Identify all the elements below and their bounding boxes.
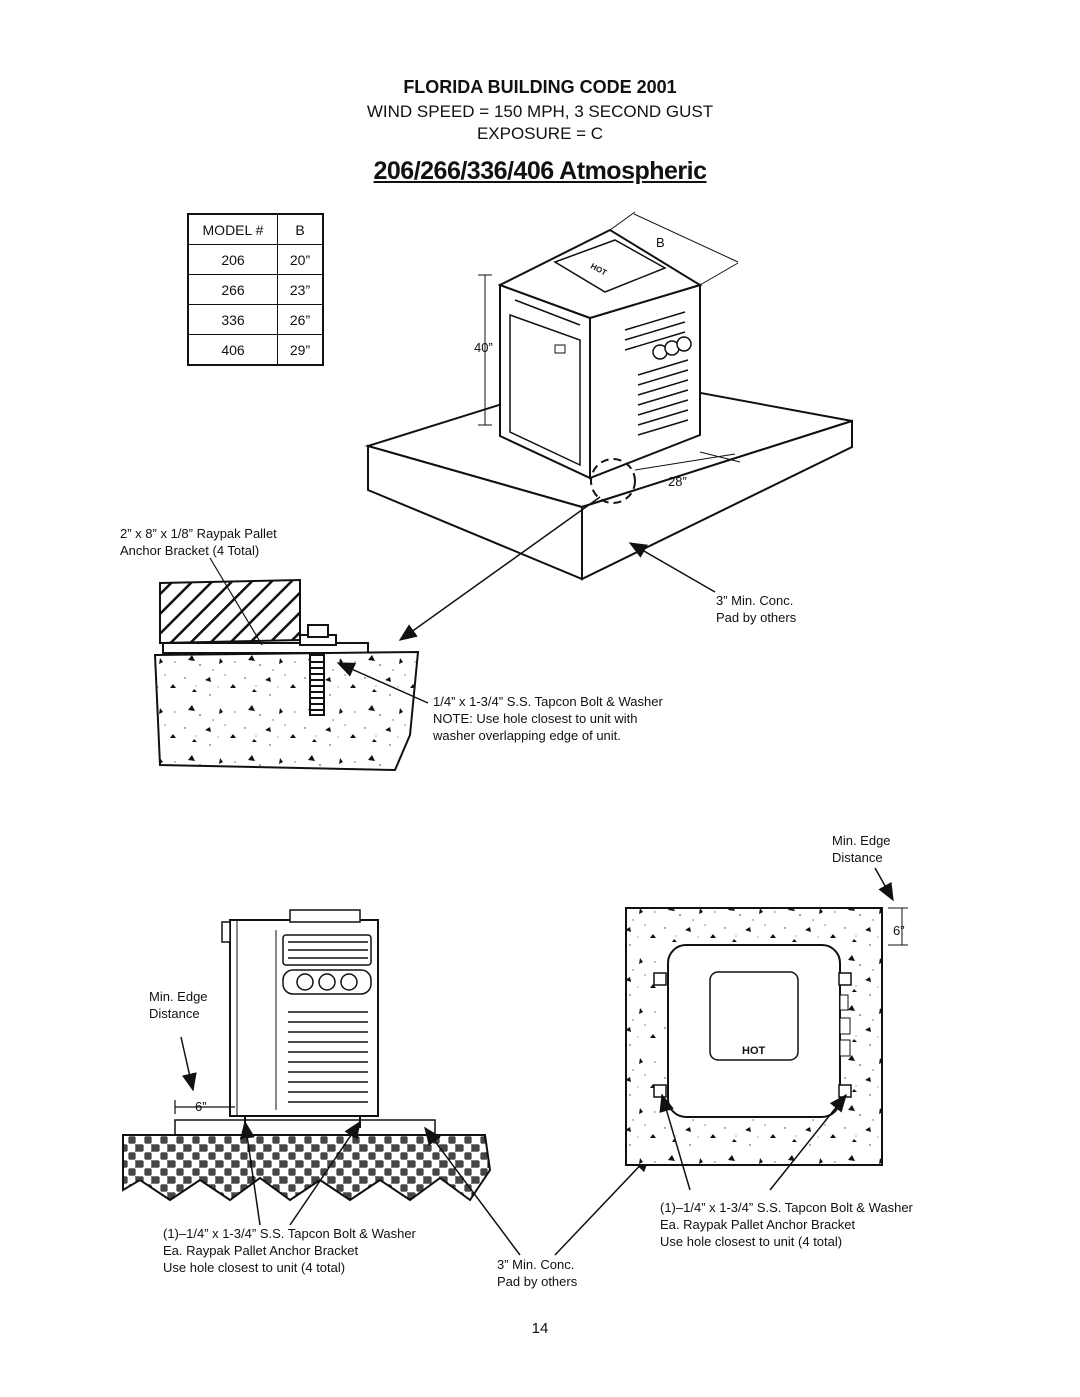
edge-leader-left — [180, 1036, 197, 1092]
page-title: 206/266/336/406 Atmospheric — [373, 157, 707, 185]
bolt-leader-arrow — [336, 662, 429, 704]
plan-view — [625, 907, 908, 1166]
pad-top-callout-line2: Pad by others — [716, 610, 797, 625]
exposure-line: EXPOSURE = C — [476, 124, 604, 143]
table-row: 336 26” — [187, 304, 324, 335]
heater-side-elevation — [174, 909, 436, 1137]
table-cell-b: 26” — [277, 304, 324, 335]
pad-bottom-leader-b — [554, 1153, 652, 1256]
edge-right-dim: 6” — [893, 923, 905, 938]
pad-top-callout-line1: 3” Min. Conc. — [716, 593, 794, 608]
pad-bottom-callout-line2: Pad by others — [497, 1274, 578, 1289]
detail-leader-arrow — [398, 496, 601, 641]
pad-bottom-leader-a — [424, 1126, 521, 1256]
edge-dim-left — [174, 1100, 235, 1114]
anchor-left-line1: (1)–1/4” x 1-3/4” S.S. Tapcon Bolt & Was… — [163, 1226, 416, 1241]
table-cell-model: 336 — [187, 304, 278, 335]
anchor-leader-left-b — [289, 1120, 361, 1226]
table-cell-b: 29” — [277, 334, 324, 366]
dim-b-label: B — [656, 235, 665, 250]
edge-right-label-line2: Distance — [832, 850, 883, 865]
table-cell-model: 406 — [187, 334, 278, 366]
anchor-right-line2: Ea. Raypak Pallet Anchor Bracket — [660, 1217, 856, 1232]
anchor-right-line3: Use hole closest to unit (4 total) — [660, 1234, 843, 1249]
code-title: FLORIDA BUILDING CODE 2001 — [403, 77, 677, 97]
table-cell-b: 20” — [277, 244, 324, 275]
edge-leader-right — [874, 867, 894, 902]
anchor-leader-left-a — [239, 1120, 261, 1226]
concrete-pad-side — [122, 1134, 492, 1202]
anchor-left-line3: Use hole closest to unit (4 total) — [163, 1260, 346, 1275]
edge-left-dim: 6” — [195, 1099, 207, 1114]
pad-leader-arrow — [628, 542, 716, 593]
anchor-left-line2: Ea. Raypak Pallet Anchor Bracket — [163, 1243, 359, 1258]
table-cell-model: 266 — [187, 274, 278, 305]
bolt-callout-line2: NOTE: Use hole closest to unit with — [433, 711, 638, 726]
bracket-callout-line1: 2” x 8” x 1/8” Raypak Pallet — [120, 526, 277, 541]
edge-left-label-line1: Min. Edge — [149, 989, 208, 1004]
table-row: 406 29” — [187, 334, 324, 366]
anchor-leader-right-a — [659, 1093, 691, 1191]
bolt-detail-section — [153, 578, 420, 772]
page-number: 14 — [531, 1320, 549, 1337]
table-cell-model: 206 — [187, 244, 278, 275]
edge-right-label-line1: Min. Edge — [832, 833, 891, 848]
dim-depth-label: 28” — [668, 474, 687, 489]
bolt-callout-line3: washer overlapping edge of unit. — [433, 728, 621, 743]
anchor-right-line1: (1)–1/4” x 1-3/4” S.S. Tapcon Bolt & Was… — [660, 1200, 913, 1215]
wind-speed-line: WIND SPEED = 150 MPH, 3 SECOND GUST — [366, 102, 714, 121]
bracket-callout-line2: Anchor Bracket (4 Total) — [120, 543, 260, 558]
bracket-leader — [209, 557, 263, 646]
heater-isometric — [478, 211, 741, 480]
anchor-leader-right-b — [769, 1093, 847, 1191]
plan-hot-label: HOT — [742, 1045, 766, 1057]
detail-circle — [590, 458, 636, 504]
table-row: 206 20” — [187, 244, 324, 275]
pad-bottom-callout-line1: 3” Min. Conc. — [497, 1257, 575, 1272]
bolt-callout-line1: 1/4” x 1-3/4” S.S. Tapcon Bolt & Washer — [433, 694, 663, 709]
edge-left-label-line2: Distance — [149, 1006, 200, 1021]
dim-height-label: 40” — [474, 340, 493, 355]
model-dimension-table: MODEL # B 206 20” 266 23” 336 26” 406 29… — [187, 213, 324, 366]
